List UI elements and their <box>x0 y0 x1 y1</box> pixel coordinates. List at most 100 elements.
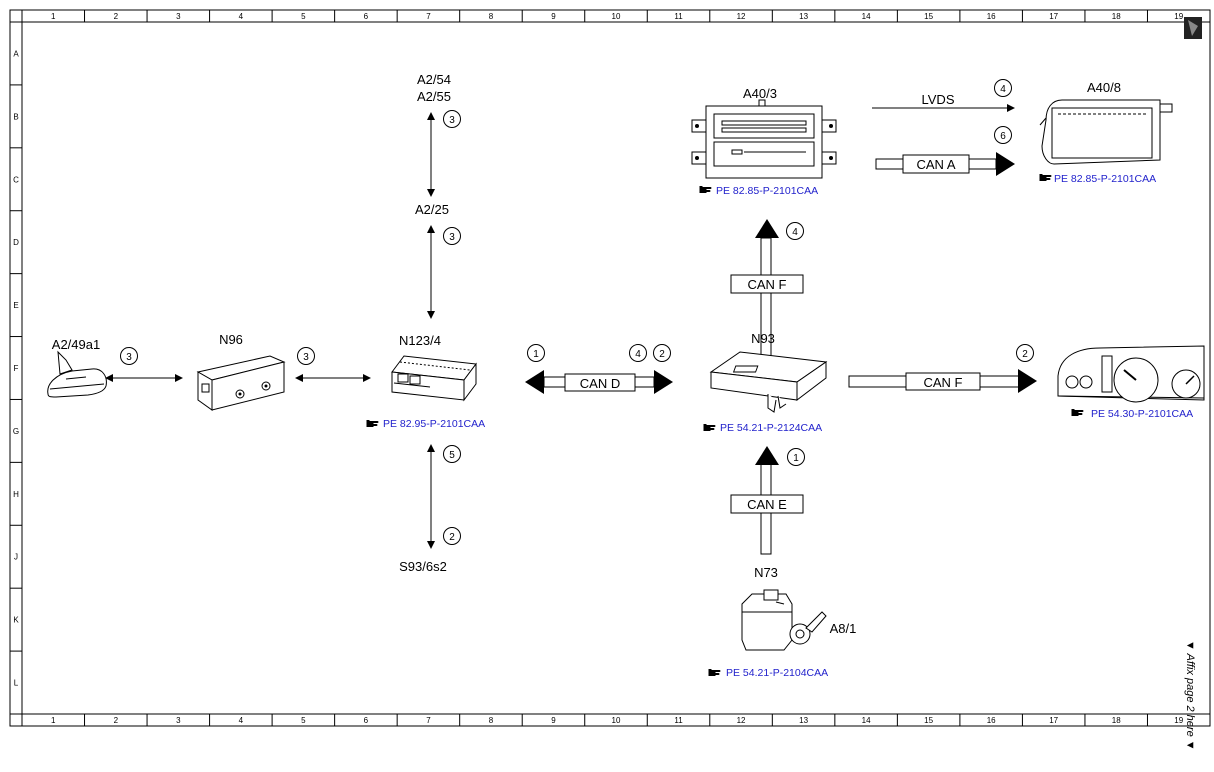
grid-column-label: 19 <box>1174 12 1183 21</box>
marker-1-cand: 1 <box>527 344 545 362</box>
grid-column-label: 18 <box>1112 12 1121 21</box>
grid-column-label: 7 <box>426 12 431 21</box>
grid-column-label: 6 <box>364 12 369 21</box>
grid-column-label: 7 <box>426 716 431 725</box>
grid-column-label: 11 <box>674 12 683 21</box>
marker-1-cane: 1 <box>787 448 805 466</box>
svg-text:PE 82.95-P-2101CAA: PE 82.95-P-2101CAA <box>383 418 485 430</box>
grid-column-label: 9 <box>551 716 556 725</box>
grid-column-label: 3 <box>176 716 181 725</box>
document-logo-icon <box>1184 17 1202 39</box>
antenna-a2-49a1-drawing <box>47 350 107 398</box>
module-n123-4-drawing <box>391 355 477 402</box>
grid-row-label: C <box>13 175 19 184</box>
grid-column-label: 14 <box>862 716 871 725</box>
grid-column-label: 11 <box>674 716 683 725</box>
grid-column-label: 12 <box>737 12 746 21</box>
pointing-hand-icon <box>708 669 721 676</box>
svg-text:PE 54.21-P-2124CAA: PE 54.21-P-2124CAA <box>720 422 822 434</box>
grid-column-label: 17 <box>1049 12 1058 21</box>
grid-column-label: 1 <box>51 716 56 725</box>
pointing-hand-icon <box>1071 409 1084 416</box>
grid-column-label: 16 <box>987 12 996 21</box>
grid-column-label: 9 <box>551 12 556 21</box>
grid-column-label: 5 <box>301 12 306 21</box>
pointing-hand-icon <box>1039 174 1052 181</box>
grid-column-label: 2 <box>114 12 119 21</box>
grid-column-label: 15 <box>924 12 933 21</box>
marker-3-left: 3 <box>120 347 138 365</box>
bus-label-can-d: CAN D <box>580 376 620 391</box>
label-a2-55: A2/55 <box>417 89 451 104</box>
pointing-hand-icon <box>366 420 379 427</box>
label-n93: N93 <box>751 331 775 346</box>
marker-2-canf: 2 <box>1016 344 1034 362</box>
bus-label-can-a: CAN A <box>916 157 955 172</box>
marker-2-cand: 2 <box>653 344 671 362</box>
bus-label-lvds: LVDS <box>922 92 955 107</box>
display-a40-8-drawing <box>1039 99 1173 165</box>
marker-3-top: 3 <box>443 110 461 128</box>
reference-n93[interactable]: PE 54.21-P-2124CAA <box>703 422 823 434</box>
svg-text:3: 3 <box>449 232 455 243</box>
reference-n123-4[interactable]: PE 82.95-P-2101CAA <box>366 418 486 430</box>
bus-can-a: CAN A <box>875 152 1015 176</box>
pointing-hand-icon <box>703 424 716 431</box>
marker-4-cand: 4 <box>629 344 647 362</box>
svg-text:3: 3 <box>126 352 132 363</box>
head-unit-a40-3-drawing <box>691 99 837 179</box>
label-a2-54: A2/54 <box>417 72 451 87</box>
bus-label-can-f-right: CAN F <box>924 375 963 390</box>
bus-label-can-e: CAN E <box>747 497 787 512</box>
marker-5: 5 <box>443 445 461 463</box>
svg-text:PE 82.85-P-2101CAA: PE 82.85-P-2101CAA <box>716 185 818 197</box>
svg-text:3: 3 <box>449 115 455 126</box>
label-a8-1: A8/1 <box>830 621 857 636</box>
label-a2-49a1: A2/49a1 <box>52 337 100 352</box>
grid-row-label: L <box>14 679 19 688</box>
sheet-frame <box>9 9 1211 727</box>
reference-a8-1[interactable]: PE 54.21-P-2104CAA <box>708 667 829 679</box>
grid-column-label: 4 <box>239 12 244 21</box>
svg-text:2: 2 <box>449 532 455 543</box>
module-n93-drawing <box>709 351 828 413</box>
svg-text:4: 4 <box>1000 84 1006 95</box>
label-a2-25: A2/25 <box>415 202 449 217</box>
grid-column-label: 8 <box>489 716 494 725</box>
grid-row-label: H <box>13 490 19 499</box>
label-a40-3: A40/3 <box>743 86 777 101</box>
svg-text:2: 2 <box>1022 349 1028 360</box>
svg-text:4: 4 <box>792 227 798 238</box>
grid-column-label: 19 <box>1174 716 1183 725</box>
grid-column-label: 13 <box>799 12 808 21</box>
svg-text:1: 1 <box>533 349 539 360</box>
reference-a40-3[interactable]: PE 82.85-P-2101CAA <box>699 185 819 197</box>
grid-column-label: 14 <box>862 12 871 21</box>
grid-column-label: 16 <box>987 716 996 725</box>
pointing-hand-icon <box>699 186 712 193</box>
label-s93-6s2: S93/6s2 <box>399 559 447 574</box>
grid-column-label: 10 <box>612 716 621 725</box>
grid-row-label: B <box>13 112 18 121</box>
grid-row-label: D <box>13 238 19 247</box>
marker-2-s93: 2 <box>443 527 461 545</box>
svg-text:1: 1 <box>793 453 799 464</box>
grid-column-label: 3 <box>176 12 181 21</box>
svg-text:PE 54.21-P-2104CAA: PE 54.21-P-2104CAA <box>726 667 828 679</box>
bus-can-d: CAN D <box>525 370 673 394</box>
reference-a1[interactable]: PE 54.30-P-2101CAA <box>1071 408 1194 420</box>
grid-row-label: E <box>13 301 18 310</box>
grid-column-label: 2 <box>114 716 119 725</box>
marker-4-lvds: 4 <box>994 79 1012 97</box>
grid-row-label: K <box>13 616 19 625</box>
instrument-cluster-a1-drawing <box>1057 345 1205 403</box>
bus-label-can-f-upper: CAN F <box>748 277 787 292</box>
grid-column-label: 17 <box>1049 716 1058 725</box>
reference-a40-8[interactable]: PE 82.85-P-2101CAA <box>1039 173 1157 185</box>
label-a40-8: A40/8 <box>1087 80 1121 95</box>
marker-3-mid: 3 <box>443 227 461 245</box>
